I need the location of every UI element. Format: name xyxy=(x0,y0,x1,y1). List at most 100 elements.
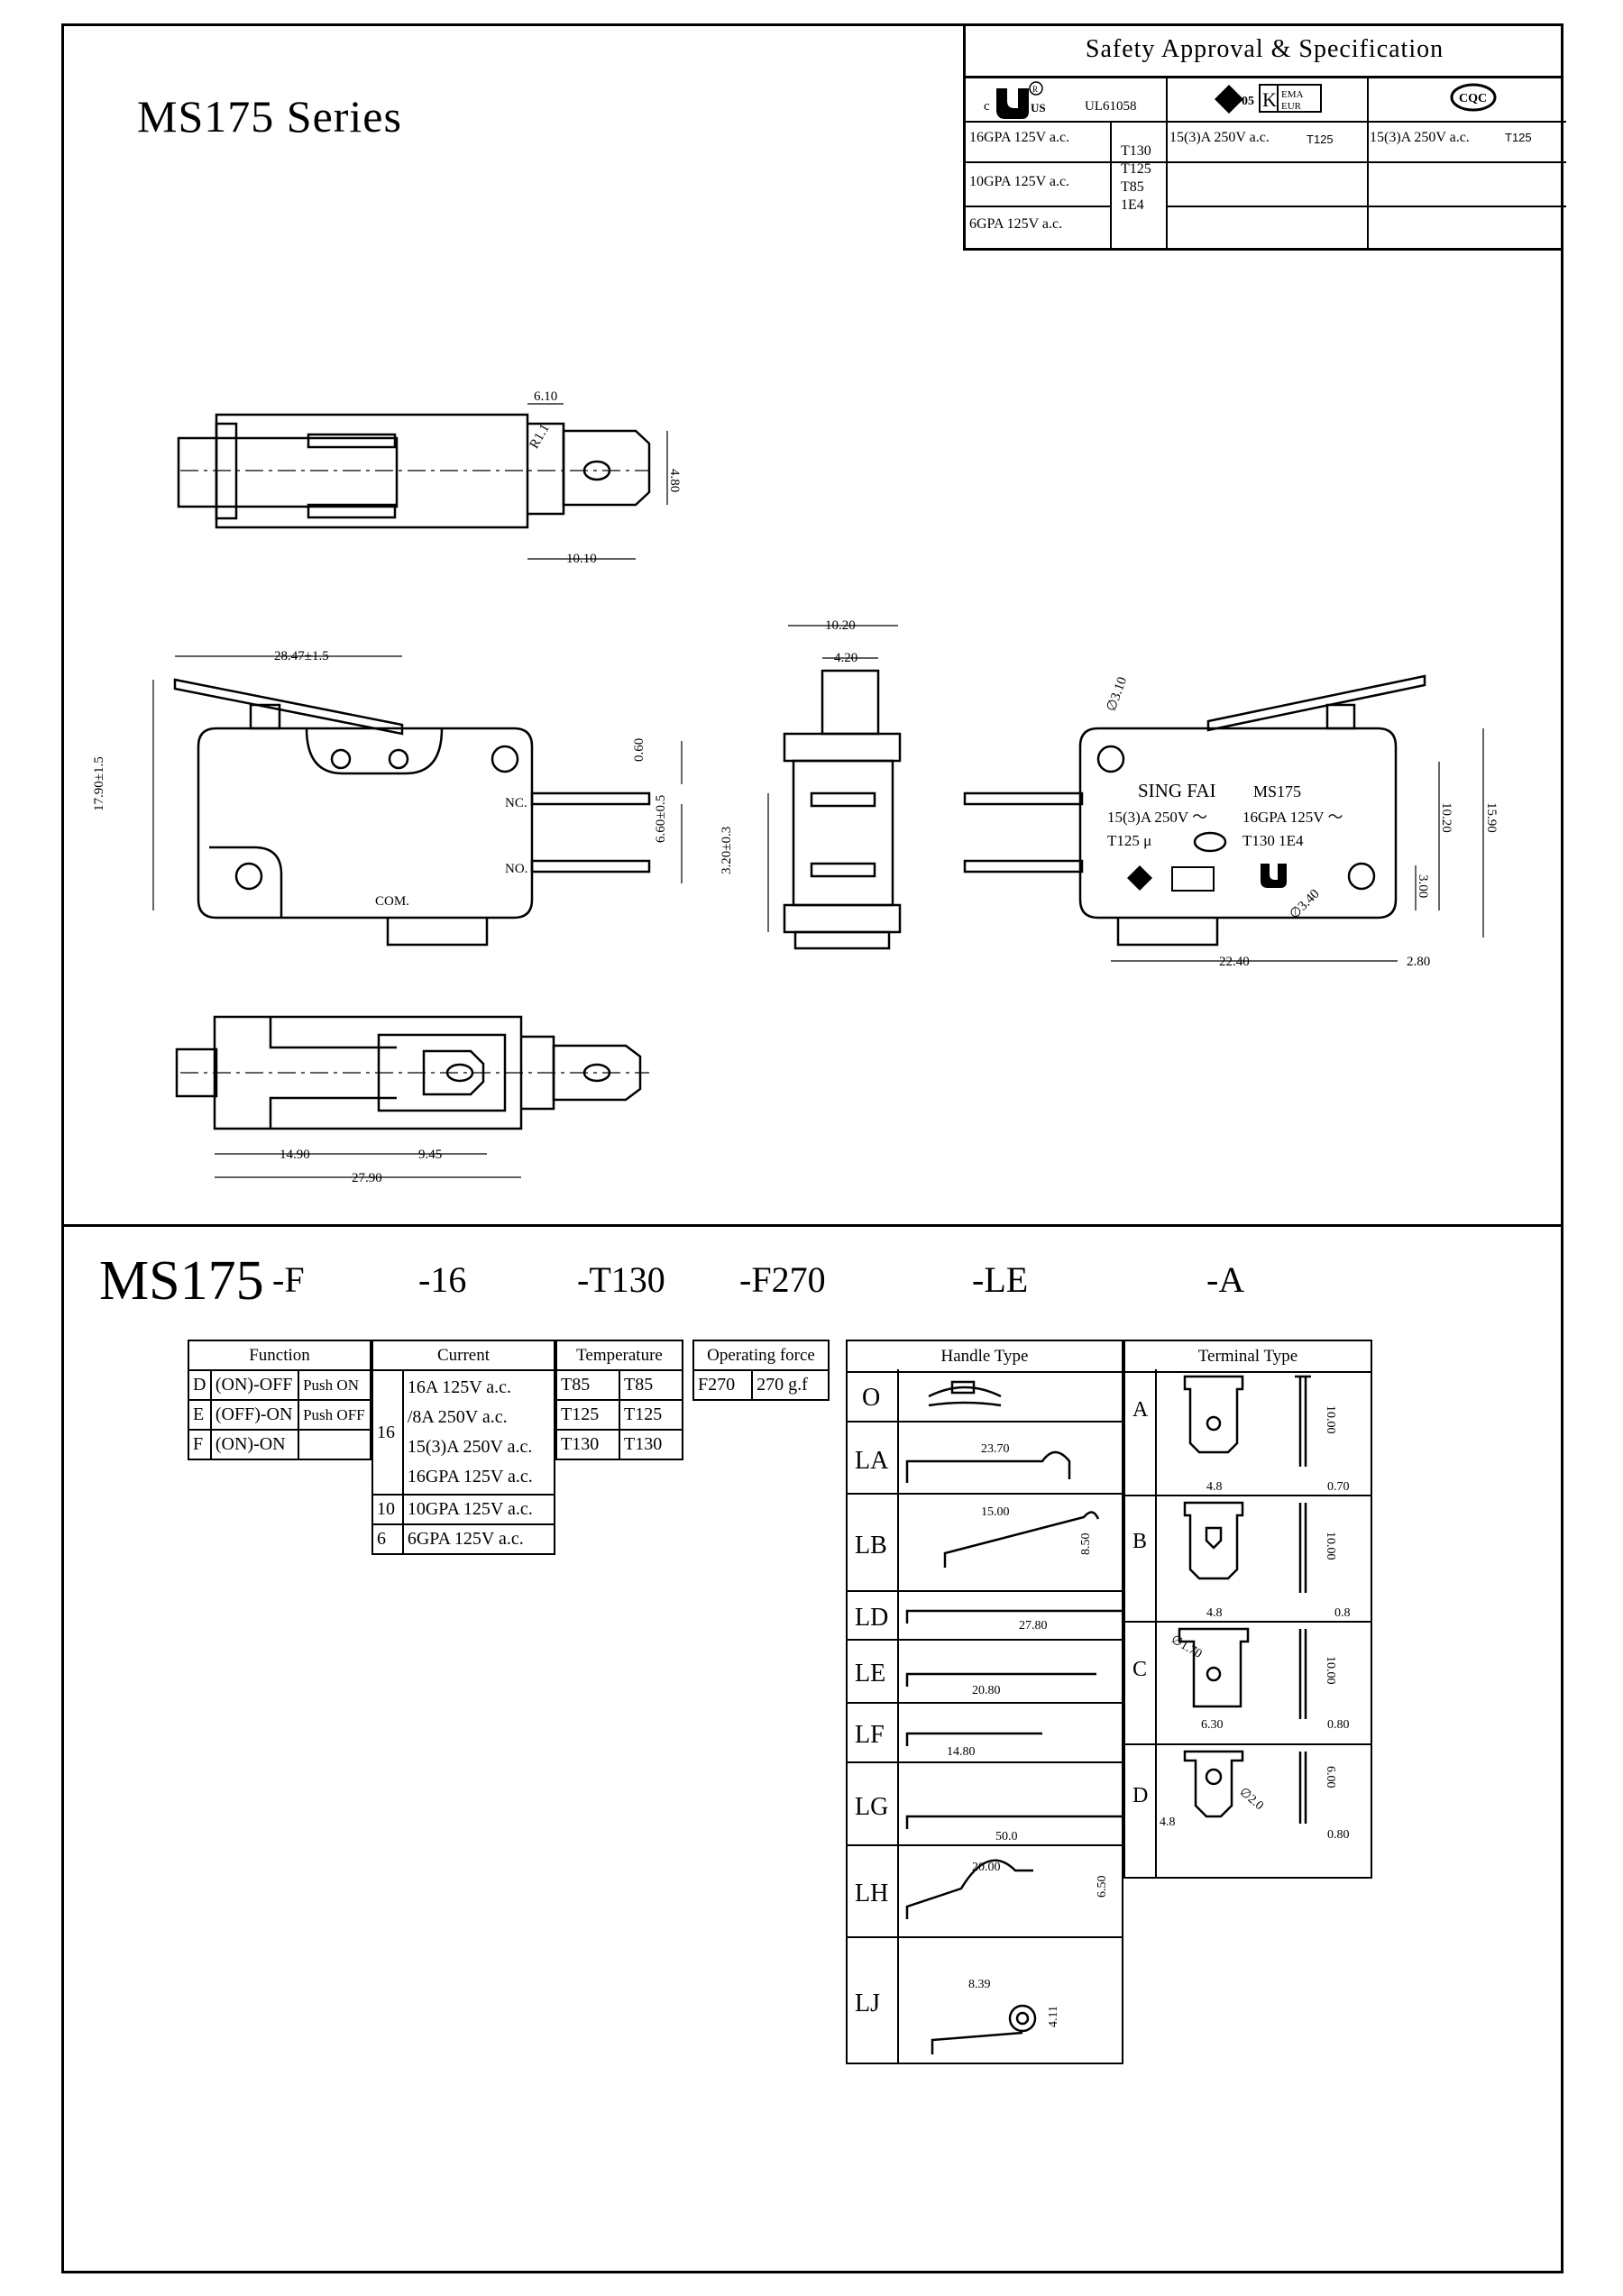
enec-mark-icon xyxy=(1127,865,1152,891)
section-divider xyxy=(61,1224,1563,1227)
table-row: 16 16A 125V a.c. /8A 250V a.c. 15(3)A 25… xyxy=(371,1369,556,1496)
safety-col-line xyxy=(1166,76,1168,248)
svg-text:US: US xyxy=(1031,101,1046,114)
table-row: 6 6GPA 125V a.c. xyxy=(371,1523,556,1555)
safety-col-line xyxy=(1367,76,1369,248)
table-row: D (ON)-OFF Push ON xyxy=(188,1369,371,1401)
marking-line1a: 15(3)A 250V ～ xyxy=(1107,809,1207,826)
function-header: Function xyxy=(188,1340,371,1371)
temperature-header: Temperature xyxy=(555,1340,683,1371)
handle-code-lb: LB xyxy=(855,1532,887,1560)
drawing-frame xyxy=(61,23,1563,2273)
terminal-a-width: 4.8 xyxy=(1206,1480,1223,1494)
marking-line2b: T130 1E4 xyxy=(1242,832,1304,849)
dim-r1-1: R1.1 xyxy=(527,422,553,452)
svg-text:EMA: EMA xyxy=(1281,89,1304,100)
dim-28-47: 28.47±1.5 xyxy=(274,649,329,663)
ul-standard: UL61058 xyxy=(1085,99,1137,114)
terminal-c-thickness: 0.80 xyxy=(1327,1718,1350,1732)
marking-line2a: T125 μ xyxy=(1107,832,1151,849)
back-view-drawing xyxy=(963,674,1426,947)
ul-rating-6: 6GPA 125V a.c. xyxy=(969,216,1063,232)
handle-code-lh: LH xyxy=(855,1880,888,1907)
terminal-c-width: 6.30 xyxy=(1201,1718,1224,1732)
handle-code-o: O xyxy=(862,1384,880,1412)
terminal-d-width: 4.8 xyxy=(1160,1816,1176,1829)
handle-code-ld: LD xyxy=(855,1604,888,1632)
dim-17-90: 17.90±1.5 xyxy=(92,756,106,811)
handle-code-lg: LG xyxy=(855,1793,888,1821)
ul-rating-10: 10GPA 125V a.c. xyxy=(969,174,1070,189)
handle-dim-lb: 15.00 xyxy=(981,1505,1010,1519)
handle-dim-lj: 8.39 xyxy=(968,1978,991,1991)
page-title: MS175 Series xyxy=(137,91,402,142)
handle-dim-la: 23.70 xyxy=(981,1442,1010,1456)
dim-15-90: 15.90 xyxy=(1484,802,1499,833)
operating-force-header: Operating force xyxy=(692,1340,830,1371)
terminal-c-height: 10.00 xyxy=(1324,1656,1337,1685)
part-code-handle: -LE xyxy=(972,1259,1029,1300)
dim-22-40: 22.40 xyxy=(1219,955,1250,969)
terminal-type-table: Terminal Type xyxy=(1123,1340,1372,1879)
part-code-temperature: -T130 xyxy=(577,1259,665,1300)
label-no: NO. xyxy=(505,862,527,876)
part-number-base: MS175 xyxy=(99,1250,264,1312)
svg-text:K: K xyxy=(1262,88,1277,111)
ccc-mark-icon xyxy=(1193,831,1227,853)
handle-dim-lg: 50.0 xyxy=(995,1830,1018,1843)
enec-kema-logo-icon: 05 K EMA EUR xyxy=(1215,84,1322,114)
marking-model: MS175 xyxy=(1253,782,1301,800)
dim-10-20-back: 10.20 xyxy=(1439,802,1453,833)
dim-9-45: 9.45 xyxy=(418,1148,442,1162)
ccc-logo-icon: CQC xyxy=(1450,83,1497,112)
terminal-header: Terminal Type xyxy=(1125,1341,1371,1373)
safety-approval-table: Safety Approval & Specification c R US U… xyxy=(963,23,1566,251)
label-nc: NC. xyxy=(505,796,527,810)
svg-text:05: 05 xyxy=(1242,95,1254,108)
kema-mark-icon xyxy=(1171,866,1215,892)
terminal-code-a: A xyxy=(1132,1398,1149,1422)
enec-temp: T125 xyxy=(1307,133,1334,146)
function-table: Function D (ON)-OFF Push ON E (OFF)-ON P… xyxy=(188,1340,371,1460)
enec-rating: 15(3)A 250V a.c. xyxy=(1169,130,1270,145)
svg-text:CQC: CQC xyxy=(1459,92,1487,105)
handle-dim2-lb: 8.50 xyxy=(1079,1533,1093,1556)
handle-header: Handle Type xyxy=(848,1341,1122,1373)
front-view-drawing xyxy=(173,678,651,947)
table-row: E (OFF)-ON Push OFF xyxy=(188,1399,371,1431)
terminal-d-thickness: 0.80 xyxy=(1327,1828,1350,1842)
terminal-b-height: 10.00 xyxy=(1324,1532,1337,1560)
terminal-d-height: 6.00 xyxy=(1324,1766,1337,1788)
top-view-drawing xyxy=(177,413,651,529)
handle-code-la: LA xyxy=(855,1447,889,1475)
dim-3-00: 3.00 xyxy=(1416,874,1430,898)
terminal-a-thickness: 0.70 xyxy=(1327,1480,1350,1494)
dim-2-80: 2.80 xyxy=(1407,955,1430,969)
handle-dim-lf: 14.80 xyxy=(947,1745,976,1759)
handle-dim-le: 20.80 xyxy=(972,1684,1001,1697)
handle-code-lf: LF xyxy=(855,1721,885,1749)
terminal-b-width: 4.8 xyxy=(1206,1606,1223,1620)
terminal-a-height: 10.00 xyxy=(1324,1405,1337,1434)
ccc-rating: 15(3)A 250V a.c. xyxy=(1370,130,1470,145)
marking-line1b: 16GPA 125V ～ xyxy=(1242,809,1343,826)
dim-27-90: 27.90 xyxy=(352,1171,382,1185)
svg-text:R: R xyxy=(1032,85,1038,94)
table-row: 10 10GPA 125V a.c. xyxy=(371,1494,556,1525)
ccc-temp: T125 xyxy=(1505,131,1532,144)
svg-text:c: c xyxy=(984,99,990,114)
side-view-drawing xyxy=(783,669,902,950)
dim-14-90: 14.90 xyxy=(280,1148,310,1162)
terminal-b-thickness: 0.8 xyxy=(1334,1606,1351,1620)
ul-rating-16: 16GPA 125V a.c. xyxy=(969,130,1070,145)
dim-0-60: 0.60 xyxy=(632,738,646,762)
terminal-d-hole: ∅2.0 xyxy=(1236,1786,1265,1814)
safety-row-line xyxy=(1166,206,1566,207)
ul-mark-icon xyxy=(1261,864,1287,888)
